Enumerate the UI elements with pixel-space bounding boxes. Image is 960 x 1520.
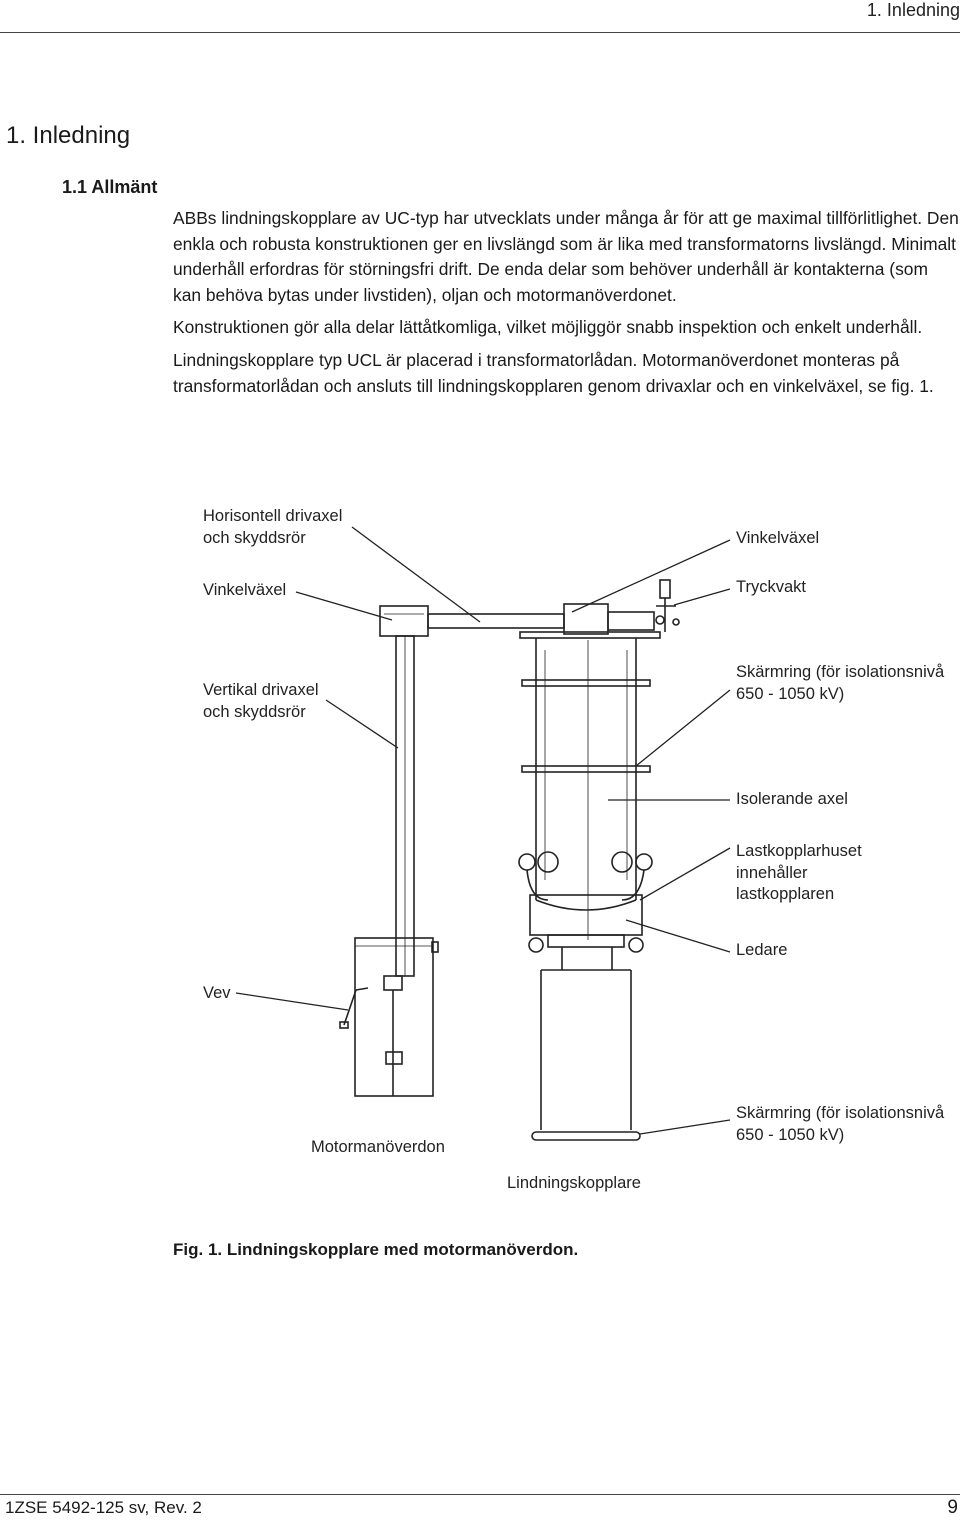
document-reference: 1ZSE 5492-125 sv, Rev. 2	[5, 1498, 202, 1517]
tap-selector	[540, 969, 632, 1130]
label-angle-gear-right: Vinkelväxel	[736, 529, 820, 547]
left-angle-gear	[379, 605, 429, 637]
vertical-drive-shaft	[395, 635, 415, 977]
label-crank: Vev	[203, 984, 231, 1002]
label-line: Skärmring (för isolationsnivå	[736, 663, 945, 681]
label-angle-gear-left: Vinkelväxel	[203, 581, 287, 599]
label-tap-changer: Lindningskopplare	[507, 1174, 641, 1192]
label-horizontal-drive-shaft: Horisontell drivaxel och skyddsrör	[203, 506, 342, 549]
header-rule	[0, 32, 960, 33]
label-line: innehåller	[736, 863, 808, 882]
motor-drive-cabinet	[354, 937, 439, 1097]
label-line: 650 - 1050 kV)	[736, 1125, 845, 1144]
label-line: Skärmring (för isolationsnivå	[736, 1104, 945, 1122]
label-vertical-drive-shaft: Vertikal drivaxel och skyddsrör	[203, 680, 319, 723]
label-diverter-housing: Lastkopplarhuset innehåller lastkopplare…	[736, 841, 862, 906]
page-number: 9	[947, 1497, 958, 1518]
label-line: Horisontell drivaxel	[203, 507, 343, 525]
tap-changer-tank	[521, 638, 651, 940]
label-conductor: Ledare	[736, 941, 788, 959]
crank-handle	[339, 987, 369, 1029]
figure-caption: Fig. 1. Lindningskopplare med motormanöv…	[173, 1240, 579, 1259]
section-heading: 1.1 Allmänt	[62, 177, 158, 197]
pressure-relay	[655, 579, 680, 632]
label-pressure-relay: Tryckvakt	[736, 578, 806, 596]
top-cover	[519, 631, 661, 639]
leader-lines	[235, 526, 731, 1135]
label-line: Vertikal drivaxel	[203, 681, 319, 699]
label-motor-drive: Motormanöverdon	[311, 1138, 445, 1156]
label-screening-ring-top: Skärmring (för isolationsnivå 650 - 1050…	[736, 662, 944, 705]
chapter-heading: 1. Inledning	[6, 122, 131, 149]
label-line: och skyddsrör	[203, 528, 306, 547]
right-angle-gear	[563, 603, 655, 635]
running-header: 1. Inledning	[866, 0, 960, 20]
label-line: 650 - 1050 kV)	[736, 684, 845, 703]
conductor-brackets	[518, 851, 653, 953]
label-line: lastkopplaren	[736, 885, 835, 903]
body-text: ABBs lindningskopplare av UC-typ har utv…	[173, 206, 959, 406]
label-screening-ring-bottom: Skärmring (för isolationsnivå 650 - 1050…	[736, 1103, 944, 1146]
label-line: och skyddsrör	[203, 702, 306, 721]
paragraph-2: Konstruktionen gör alla delar lättåtkoml…	[173, 317, 923, 338]
horizontal-drive-shaft	[427, 613, 565, 629]
bottom-screening-ring	[531, 1131, 641, 1141]
footer-rule	[0, 1494, 960, 1495]
diverter-housing	[529, 894, 643, 970]
label-line: Lastkopplarhuset	[736, 842, 862, 860]
paragraph-1: ABBs lindningskopplare av UC-typ har utv…	[173, 208, 959, 305]
paragraph-3: Lindningskopplare typ UCL är placerad i …	[173, 349, 934, 396]
label-insulating-shaft: Isolerande axel	[736, 790, 848, 808]
